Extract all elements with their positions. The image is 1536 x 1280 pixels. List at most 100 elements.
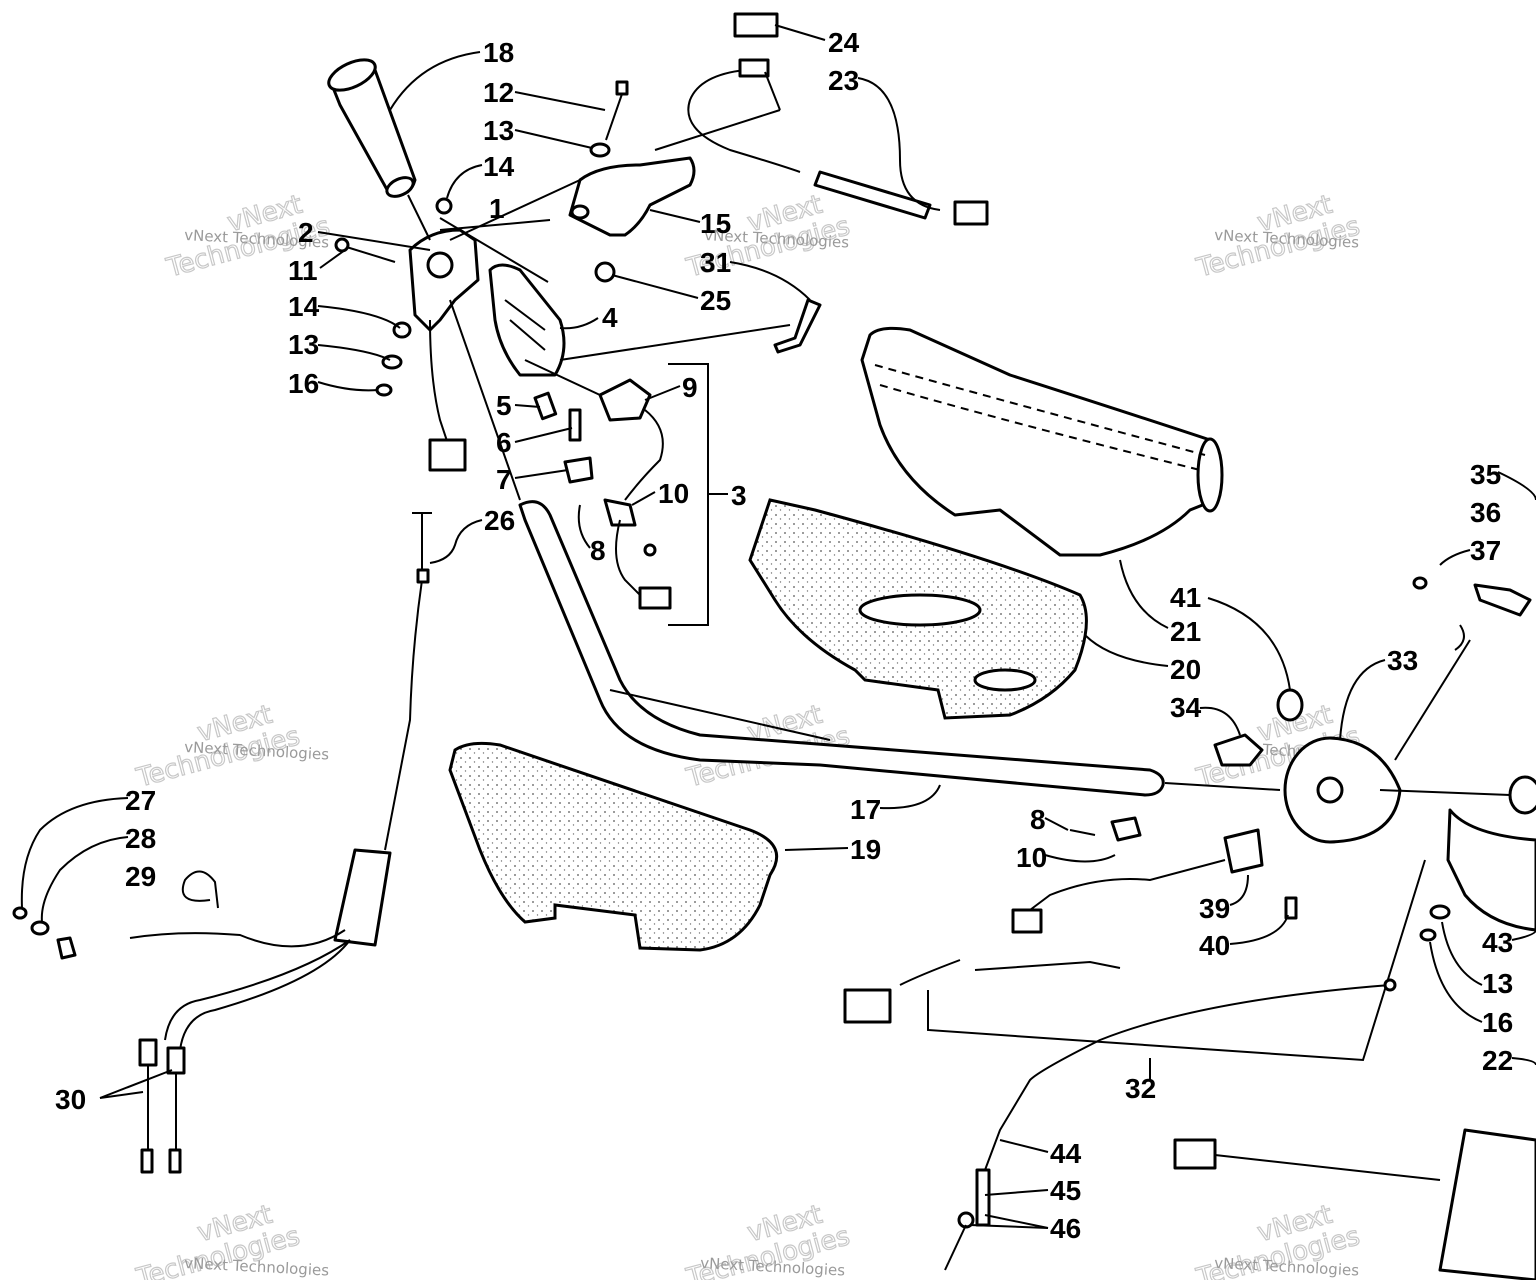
callout-43: 43 bbox=[1482, 927, 1513, 958]
part-29 bbox=[181, 870, 219, 909]
part-36 bbox=[1473, 583, 1532, 617]
callout-32: 32 bbox=[1125, 1073, 1156, 1104]
callout-3: 3 bbox=[731, 480, 747, 511]
callout-13: 13 bbox=[288, 329, 319, 360]
bracket-32 bbox=[927, 859, 1426, 1062]
part-foam-20-cutout bbox=[973, 668, 1037, 692]
callout-8: 8 bbox=[1030, 804, 1046, 835]
part-cable-end bbox=[56, 936, 77, 960]
part-25 bbox=[594, 261, 616, 283]
part-foam-20-cutout bbox=[858, 593, 982, 627]
callout-29: 29 bbox=[125, 861, 156, 892]
callout-34: 34 bbox=[1170, 692, 1202, 723]
callout-36: 36 bbox=[1470, 497, 1501, 528]
callout-39: 39 bbox=[1199, 893, 1230, 924]
part-switch-9 bbox=[598, 378, 672, 610]
wire-right bbox=[1029, 859, 1226, 911]
part-clip-16 bbox=[375, 383, 393, 397]
part-housing-33 bbox=[1283, 736, 1402, 844]
callout-14: 14 bbox=[483, 151, 515, 182]
part-13-right bbox=[1429, 904, 1451, 920]
callout-13: 13 bbox=[1482, 968, 1513, 999]
callout-9: 9 bbox=[682, 372, 698, 403]
parts bbox=[12, 12, 1536, 1280]
callout-37: 37 bbox=[1470, 535, 1501, 566]
callout-4: 4 bbox=[602, 302, 618, 333]
callout-26: 26 bbox=[484, 505, 515, 536]
callout-33: 33 bbox=[1387, 645, 1418, 676]
part-10-right bbox=[1110, 816, 1142, 842]
part-grip-18 bbox=[327, 58, 417, 198]
callout-44: 44 bbox=[1050, 1138, 1082, 1169]
wire-right-2 bbox=[899, 959, 961, 986]
part-41 bbox=[1276, 688, 1304, 722]
callout-8: 8 bbox=[590, 535, 606, 566]
callout-22: 22 bbox=[1482, 1045, 1513, 1076]
part-pad-19 bbox=[448, 741, 779, 952]
callout-41: 41 bbox=[1170, 582, 1201, 613]
callout-17: 17 bbox=[850, 794, 881, 825]
callout-20: 20 bbox=[1170, 654, 1201, 685]
part-cable-23 bbox=[654, 58, 989, 226]
part-34 bbox=[1213, 733, 1264, 767]
callout-5: 5 bbox=[496, 390, 512, 421]
part-27 bbox=[12, 906, 28, 920]
part-handlebar-17 bbox=[518, 500, 1165, 797]
callout-15: 15 bbox=[700, 208, 731, 239]
part-cover-21-seam bbox=[879, 384, 1201, 471]
part-28 bbox=[30, 920, 50, 936]
part-43 bbox=[1446, 808, 1536, 932]
part-8-right bbox=[1069, 829, 1096, 836]
callout-11: 11 bbox=[288, 255, 318, 286]
callout-25: 25 bbox=[700, 285, 731, 316]
part-cable-32 bbox=[944, 978, 1397, 1271]
callout-21: 21 bbox=[1170, 616, 1201, 647]
callout-30: 30 bbox=[55, 1084, 86, 1115]
part-16-right bbox=[1419, 928, 1437, 942]
callout-23: 23 bbox=[828, 65, 859, 96]
part-40 bbox=[1284, 896, 1298, 920]
part-spring bbox=[1454, 624, 1465, 651]
callout-18: 18 bbox=[483, 37, 514, 68]
part-nut-14 bbox=[435, 197, 453, 215]
part-37 bbox=[1412, 576, 1428, 590]
callout-12: 12 bbox=[483, 77, 514, 108]
part-7 bbox=[563, 456, 594, 484]
part-6 bbox=[568, 408, 582, 442]
callout-35: 35 bbox=[1470, 459, 1501, 490]
part-housing-1 bbox=[408, 228, 480, 472]
part-cable-26 bbox=[129, 512, 432, 1174]
callout-19: 19 bbox=[850, 834, 881, 865]
callout-numbers: 18 12 13 14 1 2 11 14 13 16 24 23 15 31 … bbox=[55, 27, 1513, 1244]
callout-14: 14 bbox=[288, 291, 320, 322]
callout-10: 10 bbox=[658, 478, 689, 509]
callout-27: 27 bbox=[125, 785, 156, 816]
part-switch-housing-4 bbox=[488, 263, 566, 377]
part-31 bbox=[773, 298, 822, 354]
part-22 bbox=[1173, 1128, 1536, 1280]
part-cover-21-seam bbox=[874, 364, 1206, 456]
connector-right-2 bbox=[843, 988, 892, 1024]
part-bolt-12 bbox=[605, 80, 629, 141]
callout-10: 10 bbox=[1016, 842, 1047, 873]
callout-28: 28 bbox=[125, 823, 156, 854]
cable-40 bbox=[974, 960, 1121, 971]
connector-right bbox=[1011, 908, 1043, 934]
callout-7: 7 bbox=[496, 464, 512, 495]
part-cover-21-opening bbox=[1196, 437, 1224, 513]
callout-46: 46 bbox=[1050, 1213, 1081, 1244]
callout-24: 24 bbox=[828, 27, 860, 58]
callout-45: 45 bbox=[1050, 1175, 1081, 1206]
callout-2: 2 bbox=[298, 217, 314, 248]
callout-16: 16 bbox=[1482, 1007, 1513, 1038]
part-5 bbox=[533, 391, 558, 421]
callout-6: 6 bbox=[496, 427, 512, 458]
callout-1: 1 bbox=[489, 193, 505, 224]
part-24 bbox=[733, 12, 779, 38]
assembly-lines bbox=[407, 179, 1511, 796]
callout-31: 31 bbox=[700, 247, 731, 278]
callout-16: 16 bbox=[288, 368, 319, 399]
part-cover-21 bbox=[860, 326, 1221, 557]
callout-40: 40 bbox=[1199, 930, 1230, 961]
